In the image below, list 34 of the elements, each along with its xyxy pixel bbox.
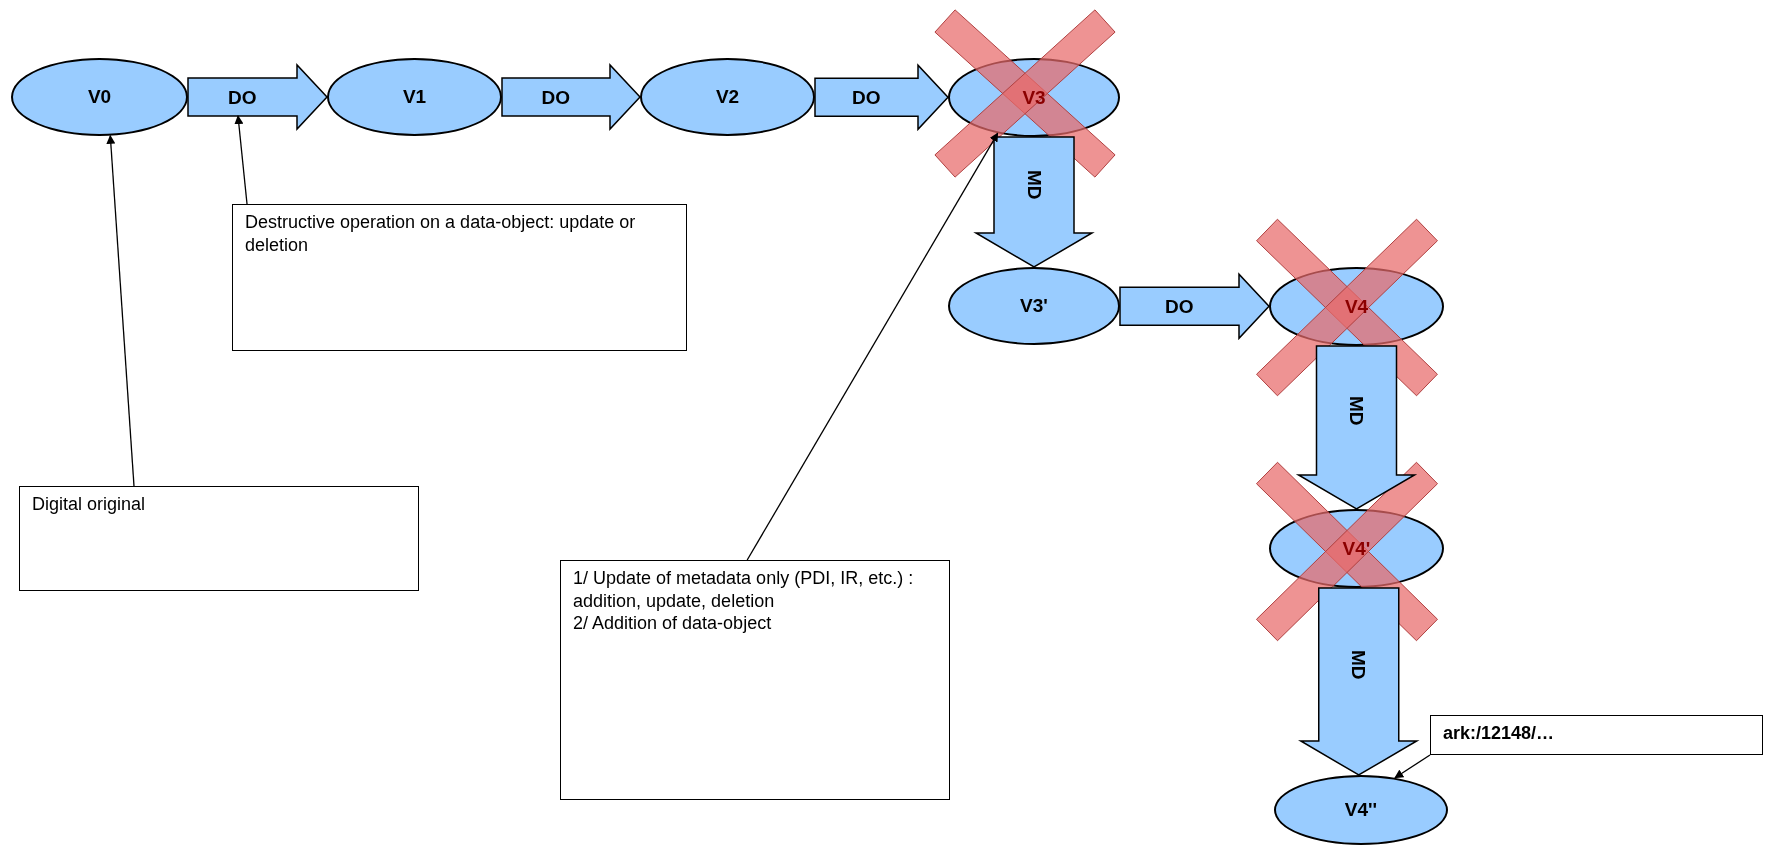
block-arrow — [1298, 587, 1420, 776]
version-label: V3 — [1022, 86, 1046, 109]
edge-label: MD — [1347, 395, 1366, 426]
edge-label: DO — [228, 87, 257, 107]
callout-text: Digital original — [32, 493, 147, 516]
callout-text: Destructive operation on a data-object: update or deletion — [245, 211, 637, 256]
edge-label: MD — [1024, 170, 1044, 200]
block-arrow — [814, 63, 950, 132]
block-arrow — [187, 63, 329, 131]
version-label: V4' — [1342, 537, 1371, 560]
callout-box — [1430, 715, 1763, 755]
leader-line — [106, 134, 135, 487]
block-arrow — [973, 136, 1095, 268]
version-label: V2 — [715, 86, 740, 108]
edge-label: MD — [1349, 649, 1369, 680]
version-label: V4 — [1344, 295, 1369, 318]
callout-text: 1/ Update of metadata only (PDI, IR, etc.) : addition, update, deletion — [573, 567, 915, 612]
version-label: V3' — [1020, 295, 1048, 317]
block-arrow — [501, 63, 642, 131]
edge-label: DO — [852, 87, 881, 107]
leader-line — [234, 115, 248, 205]
block-arrow — [1119, 272, 1271, 341]
edge-label: DO — [1165, 296, 1194, 316]
callout-box — [19, 486, 419, 591]
leader-line — [746, 132, 999, 561]
edge-label: DO — [541, 87, 570, 107]
callout-box — [560, 560, 950, 800]
version-label: V1 — [402, 86, 427, 108]
version-label: V0 — [87, 86, 112, 108]
version-label: V4'' — [1344, 799, 1378, 821]
callout-box — [232, 204, 687, 351]
callout-text: 2/ Addition of data-object — [573, 612, 773, 635]
block-arrow — [1295, 345, 1418, 510]
callout-text: ark:/12148/… — [1443, 722, 1556, 745]
